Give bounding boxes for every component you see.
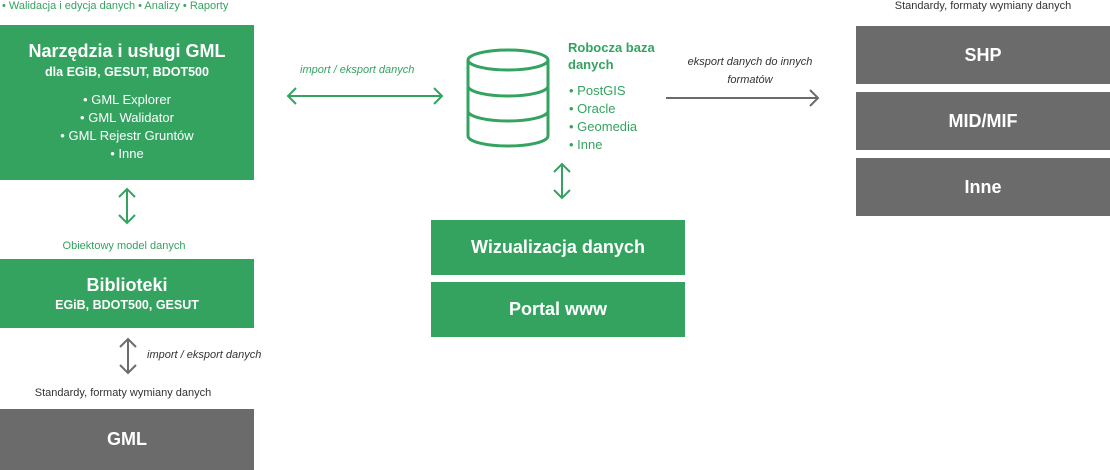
database-icon	[466, 48, 550, 148]
tools-list-item: • GML Explorer	[83, 91, 171, 107]
database-list-item: • Oracle	[569, 101, 616, 116]
format-box-inne: Inne	[856, 158, 1110, 216]
portal-box: Portal www	[431, 282, 685, 337]
gml-box-title: GML	[107, 429, 147, 449]
visualization-box: Wizualizacja danych	[431, 220, 685, 275]
left-standards-label: Standardy, formaty wymiany danych	[34, 387, 212, 399]
right-standards-label: Standardy, formaty wymiany danych	[894, 0, 1072, 12]
database-list-item: • Inne	[569, 137, 603, 152]
tools-box-subtitle: dla EGiB, GESUT, BDOT500	[45, 64, 209, 79]
format-box-title: MID/MIF	[948, 110, 1018, 131]
database-list-item: • PostGIS	[569, 83, 626, 98]
double-arrow-horizontal-icon	[286, 87, 444, 105]
export-label-line2: formatów	[727, 74, 773, 86]
format-box-title: SHP	[964, 44, 1002, 65]
tools-box-title: Narzędzia i usługi GML	[28, 40, 226, 61]
database-title-line2: danych	[568, 57, 614, 72]
arrow-right-icon	[666, 89, 820, 107]
gml-box: GML	[0, 409, 254, 470]
tools-list-item: • GML Walidator	[80, 109, 174, 125]
libraries-box-title: Biblioteki	[86, 275, 168, 295]
tools-list-item: • GML Rejestr Gruntów	[60, 127, 194, 143]
database-list: • PostGIS • Oracle • Geomedia • Inne	[569, 82, 637, 154]
visualization-box-title: Wizualizacja danych	[471, 237, 645, 257]
libraries-box-subtitle: EGiB, BDOT500, GESUT	[55, 298, 199, 312]
left-import-export-label: import / eksport danych	[147, 349, 262, 361]
format-box-title: Inne	[964, 176, 1002, 197]
tools-box: Narzędzia i usługi GML dla EGiB, GESUT, …	[0, 25, 254, 180]
format-box-shp: SHP	[856, 26, 1110, 84]
tools-list-item: • Inne	[110, 145, 144, 161]
object-model-label: Obiektowy model danych	[62, 240, 186, 252]
double-arrow-vertical-icon	[553, 162, 571, 200]
format-box-midmif: MID/MIF	[856, 92, 1110, 150]
double-arrow-vertical-icon	[118, 187, 136, 225]
portal-box-title: Portal www	[508, 299, 607, 319]
libraries-box: Biblioteki EGiB, BDOT500, GESUT	[0, 259, 254, 328]
center-import-export-label: import / eksport danych	[300, 64, 415, 76]
database-list-item: • Geomedia	[569, 119, 638, 134]
export-label-line1: eksport danych do innych	[687, 56, 813, 68]
top-caption: • Walidacja i edycja danych • Analizy • …	[2, 0, 229, 12]
database-title-line1: Robocza baza	[568, 40, 655, 55]
double-arrow-vertical-icon	[119, 337, 137, 375]
database-title: Robocza baza danych	[568, 39, 655, 73]
tools-list: • GML Explorer • GML Walidator • GML Rej…	[60, 91, 193, 163]
export-label: eksport danych do innych formatów	[666, 53, 834, 89]
